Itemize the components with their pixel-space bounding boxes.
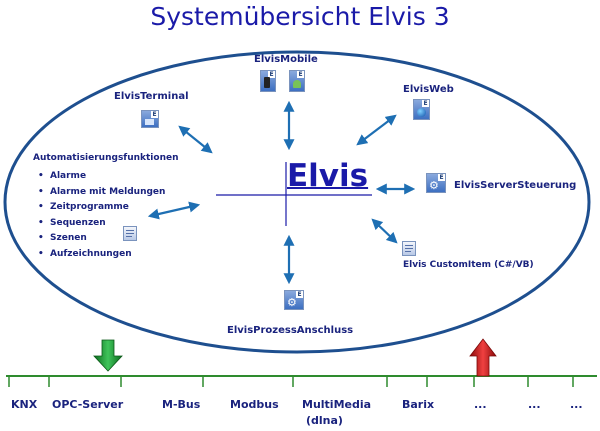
down-arrow — [93, 339, 123, 372]
bus-label-ellipsis: ... — [570, 398, 583, 411]
bus-ticks — [8, 376, 574, 387]
center-label: Elvis — [287, 158, 369, 194]
web-globe-icon: E — [413, 99, 430, 120]
system-boundary-ellipse — [3, 50, 591, 354]
arrow-terminal — [178, 125, 213, 154]
node-mobile-label: ElvisMobile — [254, 54, 318, 65]
node-process-label: ElvisProzessAnschluss — [227, 325, 354, 336]
bus-label-ellipsis: ... — [474, 398, 487, 411]
terminal-app-icon: E — [141, 110, 159, 128]
arrow-web — [356, 114, 397, 146]
function-item: Alarme mit Meldungen — [38, 185, 165, 201]
gear-icon: E ⚙ — [426, 173, 446, 193]
function-item: Sequenzen — [38, 216, 165, 232]
bus-label-opc: OPC-Server — [52, 398, 124, 411]
script-file-icon — [123, 226, 137, 241]
script-file-icon — [402, 241, 416, 256]
function-item: Aufzeichnungen — [38, 247, 165, 263]
bus-label-knx: KNX — [11, 398, 38, 411]
automation-heading: Automatisierungsfunktionen — [33, 153, 179, 163]
bus-label-barix: Barix — [402, 398, 435, 411]
gear-icon: E ⚙ — [284, 290, 304, 310]
node-custom-label: Elvis CustomItem (C#/VB) — [403, 260, 534, 270]
android-icon: E — [289, 70, 305, 92]
node-server-label: ElvisServerSteuerung — [454, 180, 577, 191]
bus-label-multimedia: MultiMedia — [302, 398, 372, 411]
bus-label-modbus: Modbus — [230, 398, 279, 411]
up-arrow — [469, 338, 497, 377]
arrow-custom — [371, 218, 398, 244]
function-item: Szenen — [38, 231, 165, 247]
bus-label-ellipsis: ... — [528, 398, 541, 411]
bus-label-dlna: (dlna) — [306, 414, 343, 427]
function-item: Alarme — [38, 169, 165, 185]
diagram-title: Systemübersicht Elvis 3 — [150, 2, 450, 31]
node-web-label: ElvisWeb — [403, 84, 454, 95]
mobile-phone-icon: E — [260, 70, 276, 92]
node-terminal-label: ElvisTerminal — [114, 91, 189, 102]
automation-function-list: Alarme Alarme mit Meldungen Zeitprogramm… — [38, 169, 165, 262]
bus-label-mbus: M-Bus — [162, 398, 201, 411]
function-item: Zeitprogramme — [38, 200, 165, 216]
